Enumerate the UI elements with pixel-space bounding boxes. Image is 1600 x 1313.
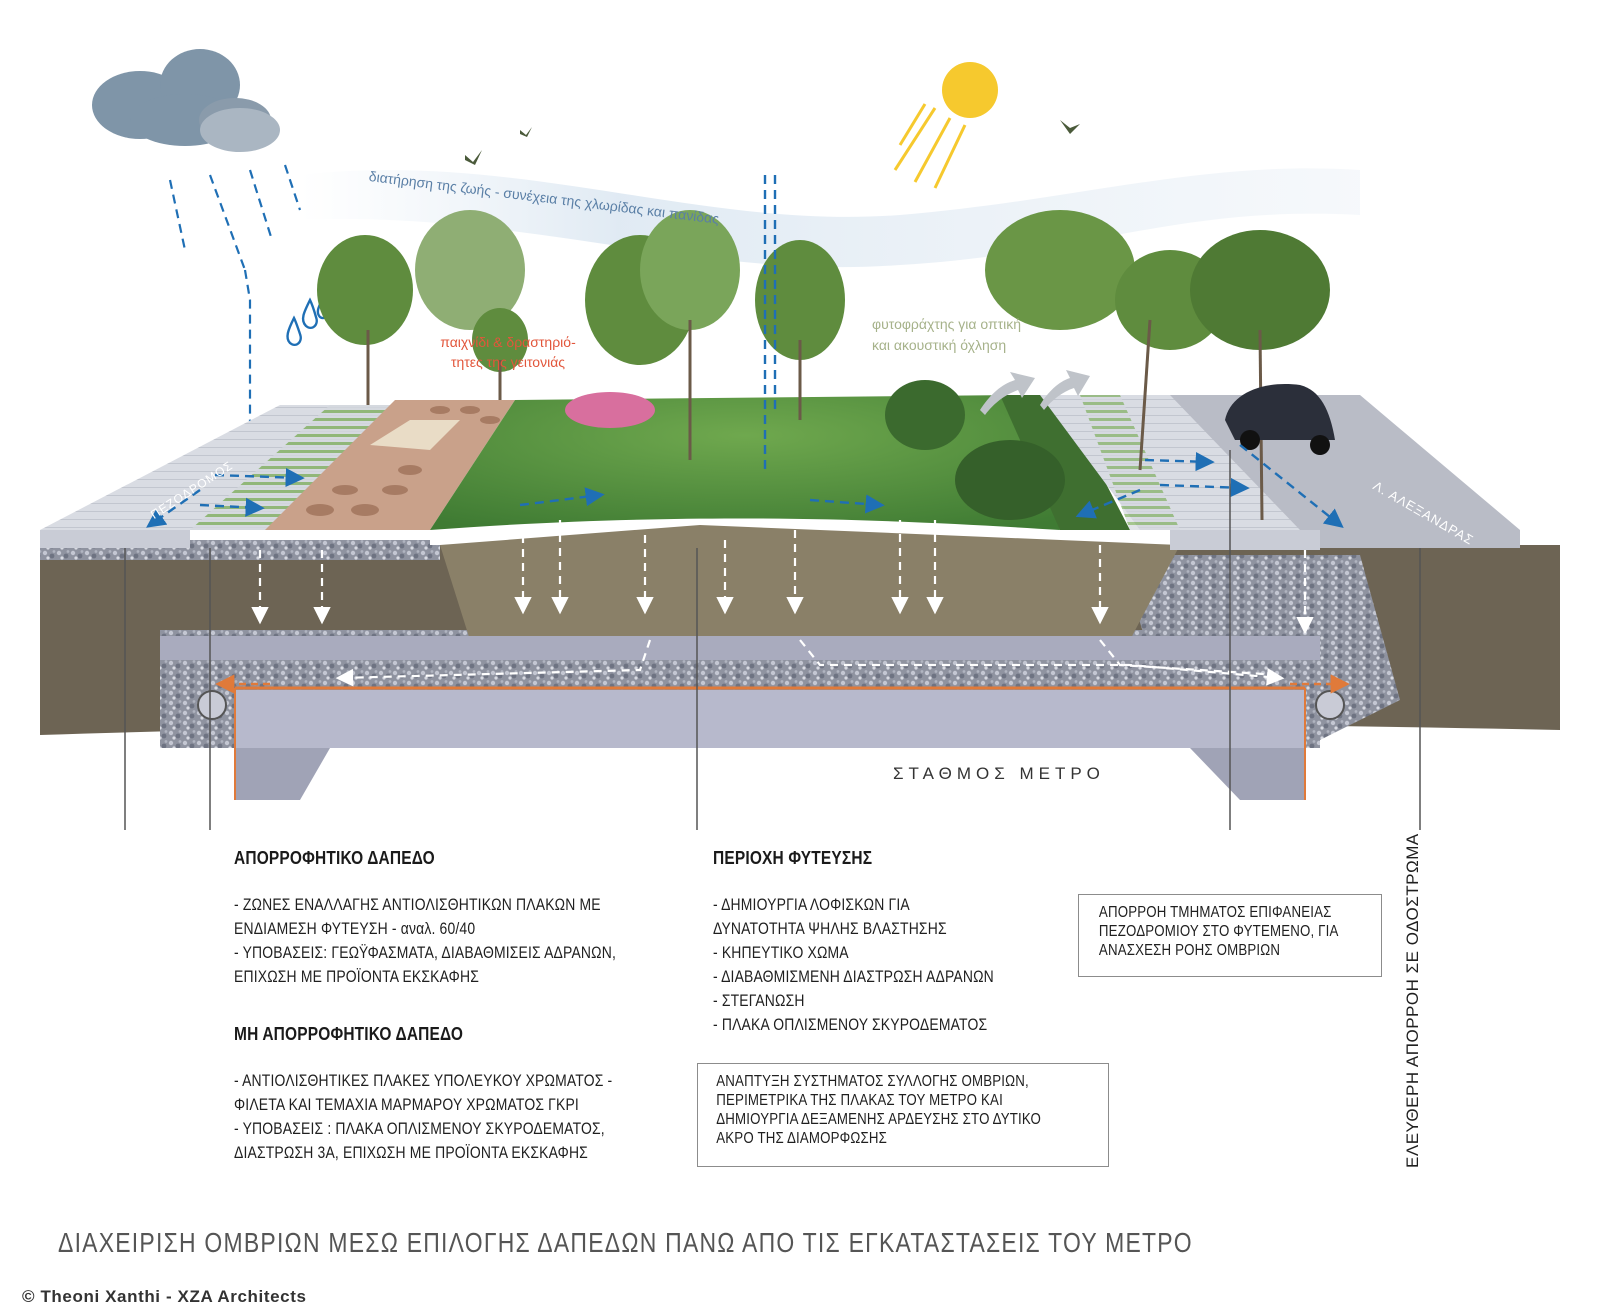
infiltration-arrows	[251, 520, 1314, 687]
drain-pipe-left-icon	[197, 690, 227, 720]
buffer-arrows-icon	[980, 370, 1090, 415]
absorbent-title: ΑΠΟΡΡΟΦΗΤΙΚΟ ΔΑΠΕΔΟ	[234, 848, 435, 868]
section-illustration	[40, 49, 1560, 830]
planting-text: - ΔΗΜΙΟΥΡΓΙΑ ΛΟΦΙΣΚΩΝ ΓΙΑ ΔΥΝΑΤΟΤΗΤΑ ΨΗΛ…	[713, 895, 994, 1034]
non-absorbent-title: ΜΗ ΑΠΟΡΡΟΦΗΤΙΚΟ ΔΑΠΕΔΟ	[234, 1024, 464, 1044]
legend-non-absorbent: ΜΗ ΑΠΟΡΡΟΦΗΤΙΚΟ ΔΑΠΕΔΟ - ΑΝΤΙΟΛΙΣΘΗΤΙΚΕΣ…	[234, 1024, 695, 1165]
caption: ΔΙΑΧΕΙΡΙΣΗ ΟΜΒΡΙΩΝ ΜΕΣΩ ΕΠΙΛΟΓΗΣ ΔΑΠΕΔΩΝ…	[58, 1227, 1193, 1258]
car-icon	[1225, 384, 1335, 455]
legend-leader-lines	[124, 450, 1421, 830]
rain-path-line	[243, 269, 290, 469]
metro-label: ΣΤΑΘΜΟΣ ΜΕΤΡΟ	[893, 764, 1105, 783]
credit: © Theoni Xanthi - XZA Architects	[22, 1287, 307, 1306]
collection-system-box: ΑΝΑΠΤΥΞΗ ΣΥΣΤΗΜΑΤΟΣ ΣΥΛΛΟΓΗΣ ΟΜΒΡΙΩΝ, ΠΕ…	[697, 1063, 1109, 1167]
sun-icon	[893, 62, 998, 189]
metro-slab	[160, 636, 1320, 660]
play-deck	[265, 400, 515, 530]
legend-planting: ΠΕΡΙΟΧΗ ΦΥΤΕΥΣΗΣ - ΔΗΜΙΟΥΡΓΙΑ ΛΟΦΙΣΚΩΝ Γ…	[713, 848, 1056, 1037]
legend-absorbent: ΑΠΟΡΡΟΦΗΤΙΚΟ ΔΑΠΕΔΟ - ΖΩΝΕΣ ΕΝΑΛΛΑΓΗΣ ΑΝ…	[234, 848, 700, 989]
sky-ribbon	[300, 168, 1360, 268]
drain-pipe-right-icon	[1315, 690, 1345, 720]
planting-soil	[440, 525, 1180, 640]
free-runoff-vertical-label: ΕΛΕΥΘΕΡΗ ΑΠΟΡΡΟΗ ΣΕ ΟΔΟΣΤΡΩΜΑ	[1403, 833, 1422, 1168]
trees	[317, 210, 1330, 521]
sidewalk-runoff-box: ΑΠΟΡΡΟΗ ΤΜΗΜΑΤΟΣ ΕΠΙΦΑΝΕΙΑΣ ΠΕΖΟΔΡΟΜΙΟΥ …	[1078, 894, 1382, 977]
planting-title: ΠΕΡΙΟΧΗ ΦΥΤΕΥΣΗΣ	[713, 848, 873, 868]
buffer-label: φυτοφράχτης για οπτική και ακουστική όχλ…	[872, 316, 1022, 353]
rain-cloud-icon	[92, 49, 280, 152]
absorbent-text: - ΖΩΝΕΣ ΕΝΑΛΛΑΓΗΣ ΑΝΤΙΟΛΙΣΘΗΤΙΚΩΝ ΠΛΑΚΩΝ…	[234, 895, 617, 986]
surface-flow-arrows	[146, 175, 1344, 528]
rain-streaks	[168, 164, 302, 271]
non-absorbent-text: - ΑΝΤΙΟΛΙΣΘΗΤΙΚΕΣ ΠΛΑΚΕΣ ΥΠΟΛΕΥΚΟΥ ΧΡΩΜΑ…	[234, 1071, 613, 1162]
play-label: παιχνίδι & δραστηριό- τητες της γειτονιά…	[440, 334, 576, 370]
birds-icon	[465, 120, 1080, 165]
